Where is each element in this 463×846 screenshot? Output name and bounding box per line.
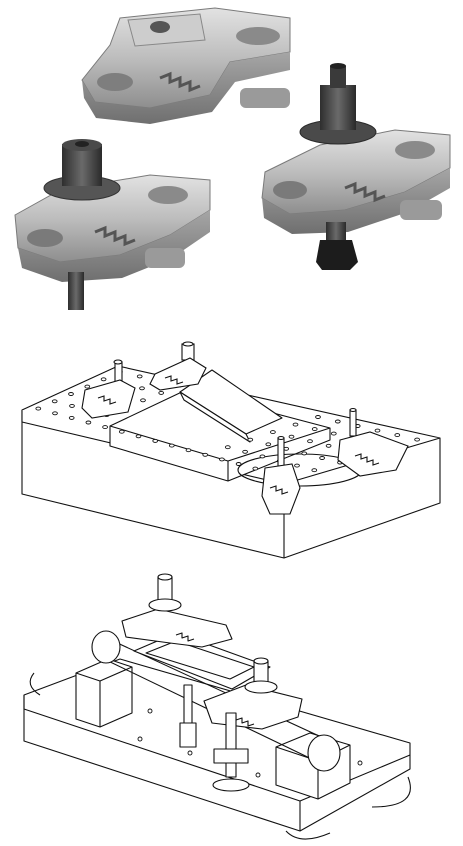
table-hole — [301, 451, 308, 456]
table-hole — [185, 448, 192, 453]
table-clamps — [81, 341, 409, 515]
table-hole — [69, 403, 75, 408]
clamp-top-photo — [81, 7, 291, 124]
table-hole — [292, 422, 299, 427]
table-hole — [394, 433, 401, 438]
table-hole — [168, 443, 175, 448]
clamp-photos-panel — [0, 0, 463, 318]
table-drawing-svg — [21, 341, 441, 559]
table-hole — [118, 429, 125, 434]
table-hole — [325, 443, 332, 448]
table-hole — [414, 437, 420, 442]
clamp-left-photo — [14, 139, 211, 310]
fixture-drawing-svg — [23, 573, 411, 840]
table-hole — [51, 399, 58, 404]
table-hole — [307, 439, 313, 444]
table-hole — [219, 457, 225, 462]
table-hole — [259, 454, 266, 459]
table-hole — [224, 445, 231, 450]
table-hole — [288, 434, 295, 439]
fixture-drawing-panel — [0, 563, 463, 846]
table-hole — [135, 434, 142, 439]
table-hole — [330, 431, 337, 436]
table-hole — [68, 392, 74, 396]
table-hole — [265, 442, 272, 447]
table-hole — [100, 377, 107, 382]
table-hole — [152, 438, 159, 443]
table-hole — [68, 415, 75, 420]
clamp-right-photo — [261, 63, 451, 270]
table-hole — [247, 437, 254, 442]
table-hole — [140, 398, 146, 403]
table-hole — [102, 425, 108, 430]
table-hole — [202, 452, 209, 457]
table-drawing-panel — [0, 318, 463, 563]
table-hole — [270, 430, 276, 435]
table-hole — [52, 411, 58, 416]
table-hole — [35, 406, 42, 411]
table-hole — [374, 428, 381, 433]
table-hole — [252, 466, 259, 471]
table-hole — [311, 427, 318, 432]
table-hole — [319, 456, 325, 460]
table-hole — [294, 463, 300, 468]
table-hole — [235, 462, 242, 466]
table-hole — [242, 449, 248, 454]
table-hole — [85, 420, 92, 425]
table-hole — [311, 468, 318, 473]
table-hole — [315, 415, 321, 419]
fixture-holes — [137, 708, 363, 778]
table-hole — [139, 386, 145, 391]
table-hole — [158, 390, 165, 395]
clamp-photos-svg — [14, 7, 451, 310]
table-hole — [334, 419, 341, 424]
table-hole — [84, 384, 91, 389]
table-hole — [136, 374, 143, 379]
